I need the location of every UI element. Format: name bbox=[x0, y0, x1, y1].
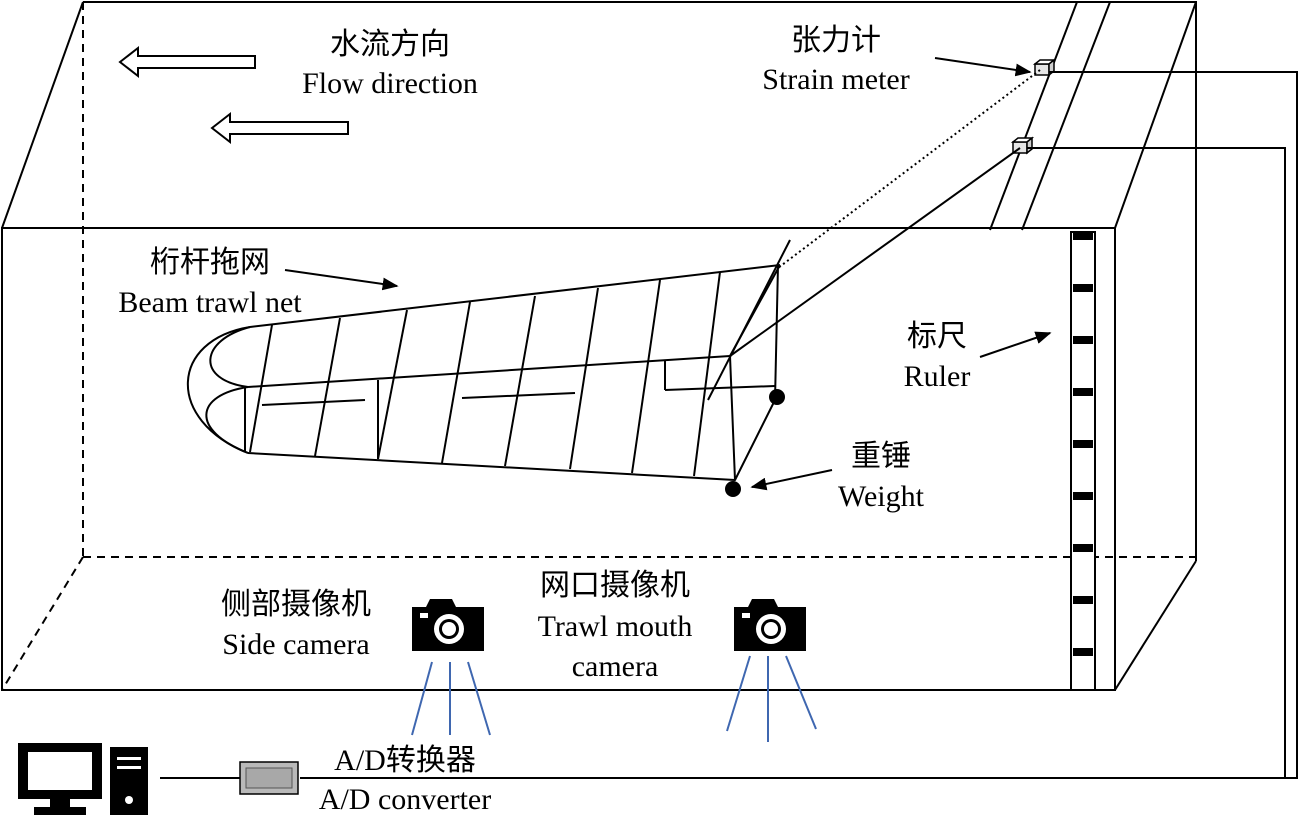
labels: 水流方向 Flow direction 张力计 Strain meter 桁杆拖… bbox=[118, 24, 970, 816]
camera-rays bbox=[411, 655, 817, 742]
net-label-en: Beam trawl net bbox=[118, 286, 302, 319]
ad-label-en: A/D converter bbox=[319, 783, 491, 816]
net-label-cn: 桁杆拖网 bbox=[150, 246, 270, 279]
ruler-label-en: Ruler bbox=[904, 360, 971, 393]
strain-label-cn: 张力计 bbox=[791, 24, 881, 57]
ruler bbox=[1070, 231, 1096, 691]
tank-depth-top-right bbox=[1114, 1, 1197, 229]
towing-lines bbox=[707, 69, 1041, 401]
weight-icon bbox=[769, 389, 785, 405]
flow-label-cn: 水流方向 bbox=[330, 28, 450, 61]
tank-depth-top-left bbox=[1, 1, 84, 229]
camera-icon bbox=[734, 599, 806, 651]
signal-cables bbox=[160, 71, 1298, 779]
ruler-pointer bbox=[979, 331, 1052, 358]
mouth-camera-label-en-1: Trawl mouth bbox=[538, 610, 693, 643]
mouth-camera-label-cn: 网口摄像机 bbox=[540, 569, 690, 602]
side-camera-label-cn: 侧部摄像机 bbox=[221, 588, 371, 621]
mouth-camera-label-en-2: camera bbox=[572, 650, 659, 683]
tank-depth-bottom-right bbox=[1114, 560, 1197, 691]
converter-box-icon bbox=[239, 761, 299, 795]
tank-front-face bbox=[1, 227, 1116, 691]
label-pointers bbox=[284, 57, 1052, 491]
computer-icon bbox=[18, 743, 148, 815]
flow-arrow-icon bbox=[210, 111, 349, 145]
flow-label-en: Flow direction bbox=[302, 67, 478, 100]
weight-label-cn: 重锤 bbox=[851, 440, 911, 473]
ad-label-cn: A/D转换器 bbox=[334, 744, 476, 777]
weight-pointer bbox=[750, 469, 833, 491]
ruler-label-cn: 标尺 bbox=[907, 320, 967, 353]
beam-trawl-net bbox=[186, 264, 781, 481]
flume-tank bbox=[1, 1, 1197, 691]
strain-meter-rods bbox=[989, 1, 1111, 231]
net-pointer bbox=[284, 269, 399, 291]
weight-label-en: Weight bbox=[838, 480, 925, 513]
flow-arrow-icon bbox=[118, 45, 256, 79]
camera-icon bbox=[412, 599, 484, 651]
strain-pointer bbox=[934, 57, 1032, 77]
tank-depth-bottom-left-dashed bbox=[1, 556, 84, 691]
side-camera-label-en: Side camera bbox=[222, 628, 369, 661]
strain-label-en: Strain meter bbox=[762, 63, 909, 96]
weight-icon bbox=[725, 481, 741, 497]
